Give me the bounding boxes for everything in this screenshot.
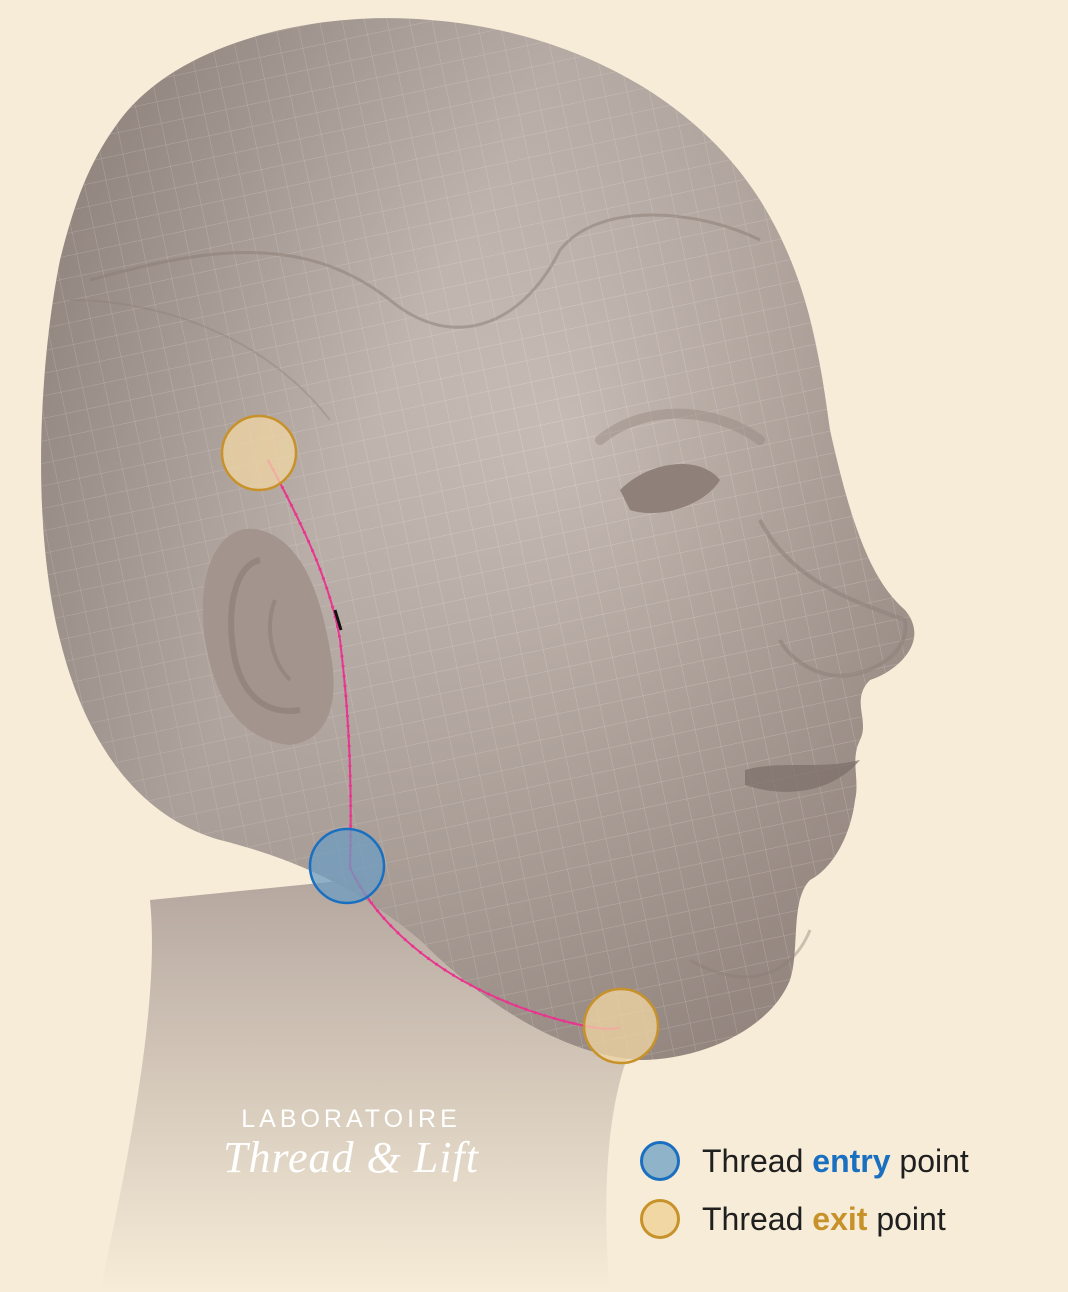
- entry-swatch-icon: [640, 1141, 680, 1181]
- exit-swatch-icon: [640, 1199, 680, 1239]
- legend-entry-keyword: entry: [812, 1143, 890, 1179]
- exit-point-lower: [584, 989, 658, 1063]
- brand-line-1: LABORATOIRE: [206, 1105, 496, 1134]
- entry-point: [310, 829, 384, 903]
- legend-exit-keyword: exit: [812, 1201, 867, 1237]
- exit-point-upper: [222, 416, 296, 490]
- legend-entry-suffix: point: [891, 1143, 969, 1179]
- legend-item-exit: Thread exit point: [640, 1196, 969, 1242]
- legend-entry-prefix: Thread: [702, 1143, 812, 1179]
- legend-item-entry: Thread entry point: [640, 1138, 969, 1184]
- legend-exit-prefix: Thread: [702, 1201, 812, 1237]
- legend-exit-suffix: point: [867, 1201, 945, 1237]
- brand-logo: LABORATOIRE Thread & Lift: [206, 1105, 496, 1183]
- legend-label-entry: Thread entry point: [702, 1143, 969, 1180]
- legend: Thread entry point Thread exit point: [640, 1138, 969, 1254]
- brand-line-2: Thread & Lift: [206, 1132, 496, 1183]
- legend-label-exit: Thread exit point: [702, 1201, 946, 1238]
